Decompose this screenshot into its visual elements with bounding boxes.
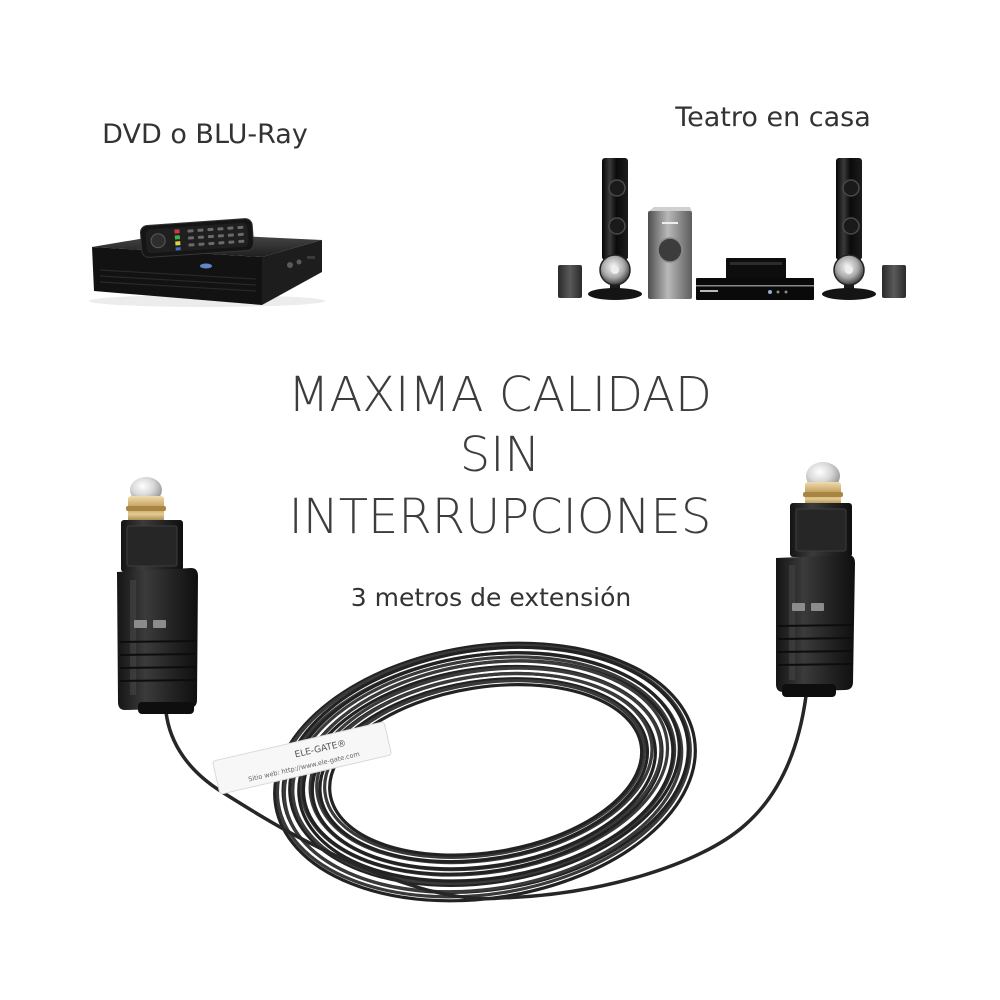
dpad-icon: [150, 233, 166, 249]
av-receiver: [696, 258, 814, 300]
player-side-face: [92, 247, 262, 305]
cable-coil: [273, 641, 697, 903]
subwoofer: [648, 207, 692, 299]
cable-coil-loop: [275, 643, 692, 899]
cable-coil-loop: [328, 683, 644, 857]
remote-control-icon: [139, 218, 255, 258]
remote-keypad: [187, 225, 245, 247]
subheadline: 3 metros de extensión: [350, 583, 632, 612]
headline-line-2: SIN: [459, 427, 541, 483]
cable-coil-loop: [291, 655, 677, 885]
left-satellite-speaker: [558, 265, 582, 298]
cable-coil-loop: [323, 679, 647, 859]
player-vents: [99, 269, 257, 292]
right-cable-lead: [499, 695, 808, 900]
cable-coil-loop: [318, 677, 650, 864]
right-optical-connector-icon: [776, 462, 855, 697]
home-theater-icon: [558, 158, 906, 300]
source-device-label: DVD o BLU-Ray: [102, 119, 308, 150]
target-device-label: Teatro en casa: [675, 102, 871, 133]
eject-button-icon: [296, 259, 302, 265]
usb-port-icon: [307, 256, 315, 259]
right-satellite-speaker: [882, 265, 906, 298]
left-cable-lead: [164, 711, 501, 901]
left-tower-speaker: [588, 158, 642, 300]
left-optical-connector-icon: [117, 477, 198, 714]
bluray-logo-icon: [200, 263, 212, 269]
right-tower-speaker: [822, 158, 876, 300]
headline-line-1: MAXIMA CALIDAD: [288, 367, 712, 423]
headline-line-3: INTERRUPCIONES: [288, 489, 712, 545]
cable-coil-loop: [288, 651, 681, 887]
power-button-icon: [287, 262, 293, 268]
